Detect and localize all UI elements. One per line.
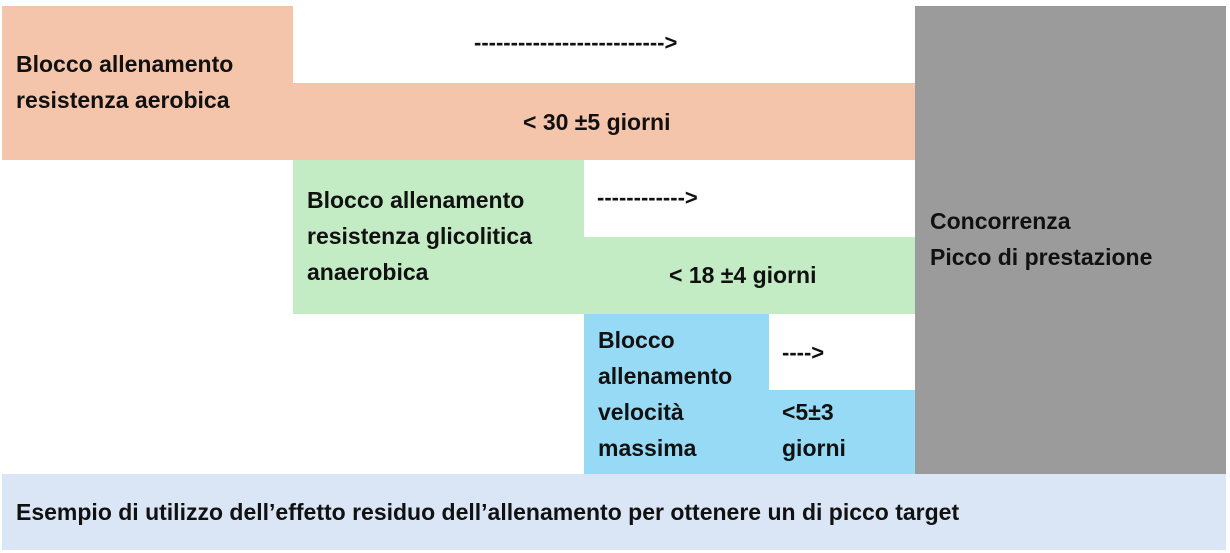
glycolytic-block-label: Blocco allenamento resistenza glicolitic… — [307, 182, 532, 290]
glycolytic-arrow: ------------> — [597, 185, 698, 210]
speed-label-line3: velocità — [598, 399, 684, 425]
speed-block-label: Blocco allenamento velocità massima — [598, 322, 732, 466]
caption-bar — [2, 474, 1226, 550]
speed-duration-line1: <5±3 — [782, 399, 834, 425]
glycolytic-label-line1: Blocco allenamento — [307, 187, 525, 213]
aerobic-duration: < 30 ±5 giorni — [523, 109, 671, 135]
speed-label-line1: Blocco — [598, 327, 675, 353]
aerobic-block-label: Blocco allenamento resistenza aerobica — [16, 46, 233, 118]
peak-label-line1: Concorrenza — [930, 208, 1071, 234]
glycolytic-block-label-box — [293, 160, 584, 314]
speed-duration: <5±3 giorni — [782, 394, 846, 466]
speed-duration-line2: giorni — [782, 435, 846, 461]
peak-label: Concorrenza Picco di prestazione — [930, 203, 1152, 275]
glycolytic-duration: < 18 ±4 giorni — [669, 262, 817, 288]
peak-column — [915, 6, 1226, 474]
glycolytic-label-line3: anaerobica — [307, 259, 429, 285]
aerobic-block-label-box — [2, 6, 293, 160]
aerobic-arrow: --------------------------> — [474, 30, 678, 55]
aerobic-label-line2: resistenza aerobica — [16, 87, 230, 113]
glycolytic-label-line2: resistenza glicolitica — [307, 223, 532, 249]
glycolytic-duration-bar — [583, 237, 916, 314]
aerobic-label-line1: Blocco allenamento — [16, 51, 234, 77]
speed-label-line4: massima — [598, 435, 697, 461]
caption-text: Esempio di utilizzo dell’effetto residuo… — [16, 499, 960, 525]
speed-arrow: ----> — [782, 340, 825, 365]
speed-block-label-box — [584, 314, 769, 474]
speed-label-line2: allenamento — [598, 363, 733, 389]
speed-duration-bar — [768, 390, 916, 474]
peak-label-line2: Picco di prestazione — [930, 244, 1153, 270]
aerobic-duration-bar — [292, 83, 916, 160]
